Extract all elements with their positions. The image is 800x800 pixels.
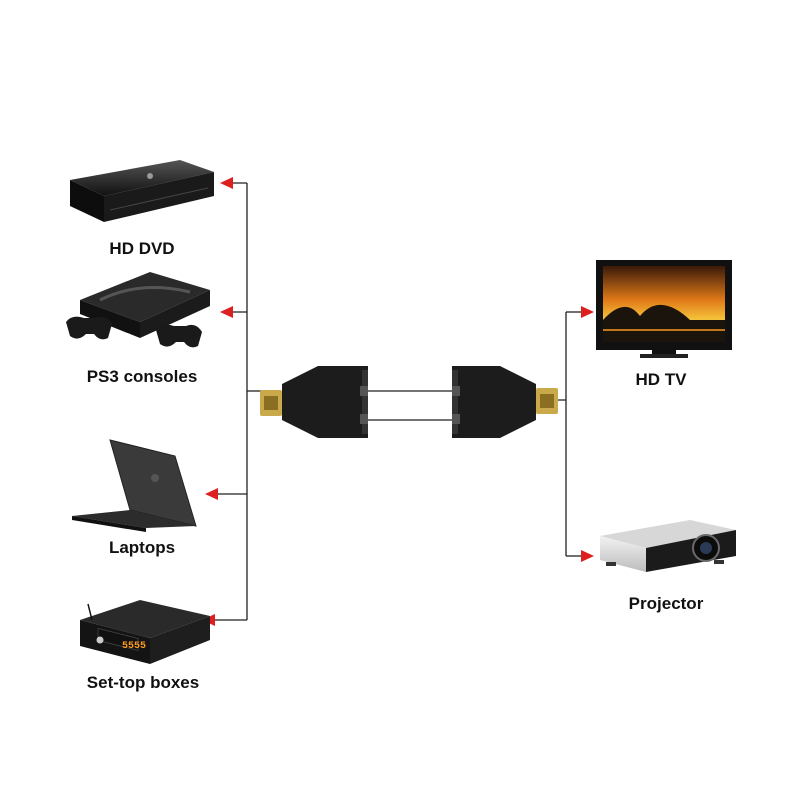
arrow-to-laptop: [205, 488, 218, 500]
label-set-top-boxes: Set-top boxes: [86, 673, 200, 692]
hdmi-extender-right-icon: [452, 366, 558, 438]
ps3-console-icon: [66, 272, 210, 348]
set-top-box-icon: [80, 600, 210, 664]
label-ps3-consoles: PS3 consoles: [86, 367, 198, 386]
hdmi-extender-left-icon: [260, 366, 368, 438]
arrow-to-projector: [581, 550, 594, 562]
laptop-icon: [72, 439, 197, 532]
ethernet-cables: [368, 390, 452, 421]
hd-tv-icon: [596, 260, 732, 358]
label-hd-tv: HD TV: [635, 370, 687, 389]
arrow-to-hd-tv: [581, 306, 594, 318]
projector-icon: [600, 520, 736, 572]
arrow-to-hd-dvd: [220, 177, 233, 189]
label-laptops: Laptops: [108, 538, 176, 557]
hd-dvd-player-icon: [70, 160, 214, 222]
display-bus-lines: [548, 311, 582, 557]
label-hd-dvd: HD DVD: [109, 239, 175, 258]
arrow-to-ps3: [220, 306, 233, 318]
set-top-display-text: 5555: [122, 641, 146, 652]
controller-icon: [66, 316, 202, 348]
source-bus-lines: [212, 182, 262, 621]
label-projector: Projector: [628, 594, 704, 613]
